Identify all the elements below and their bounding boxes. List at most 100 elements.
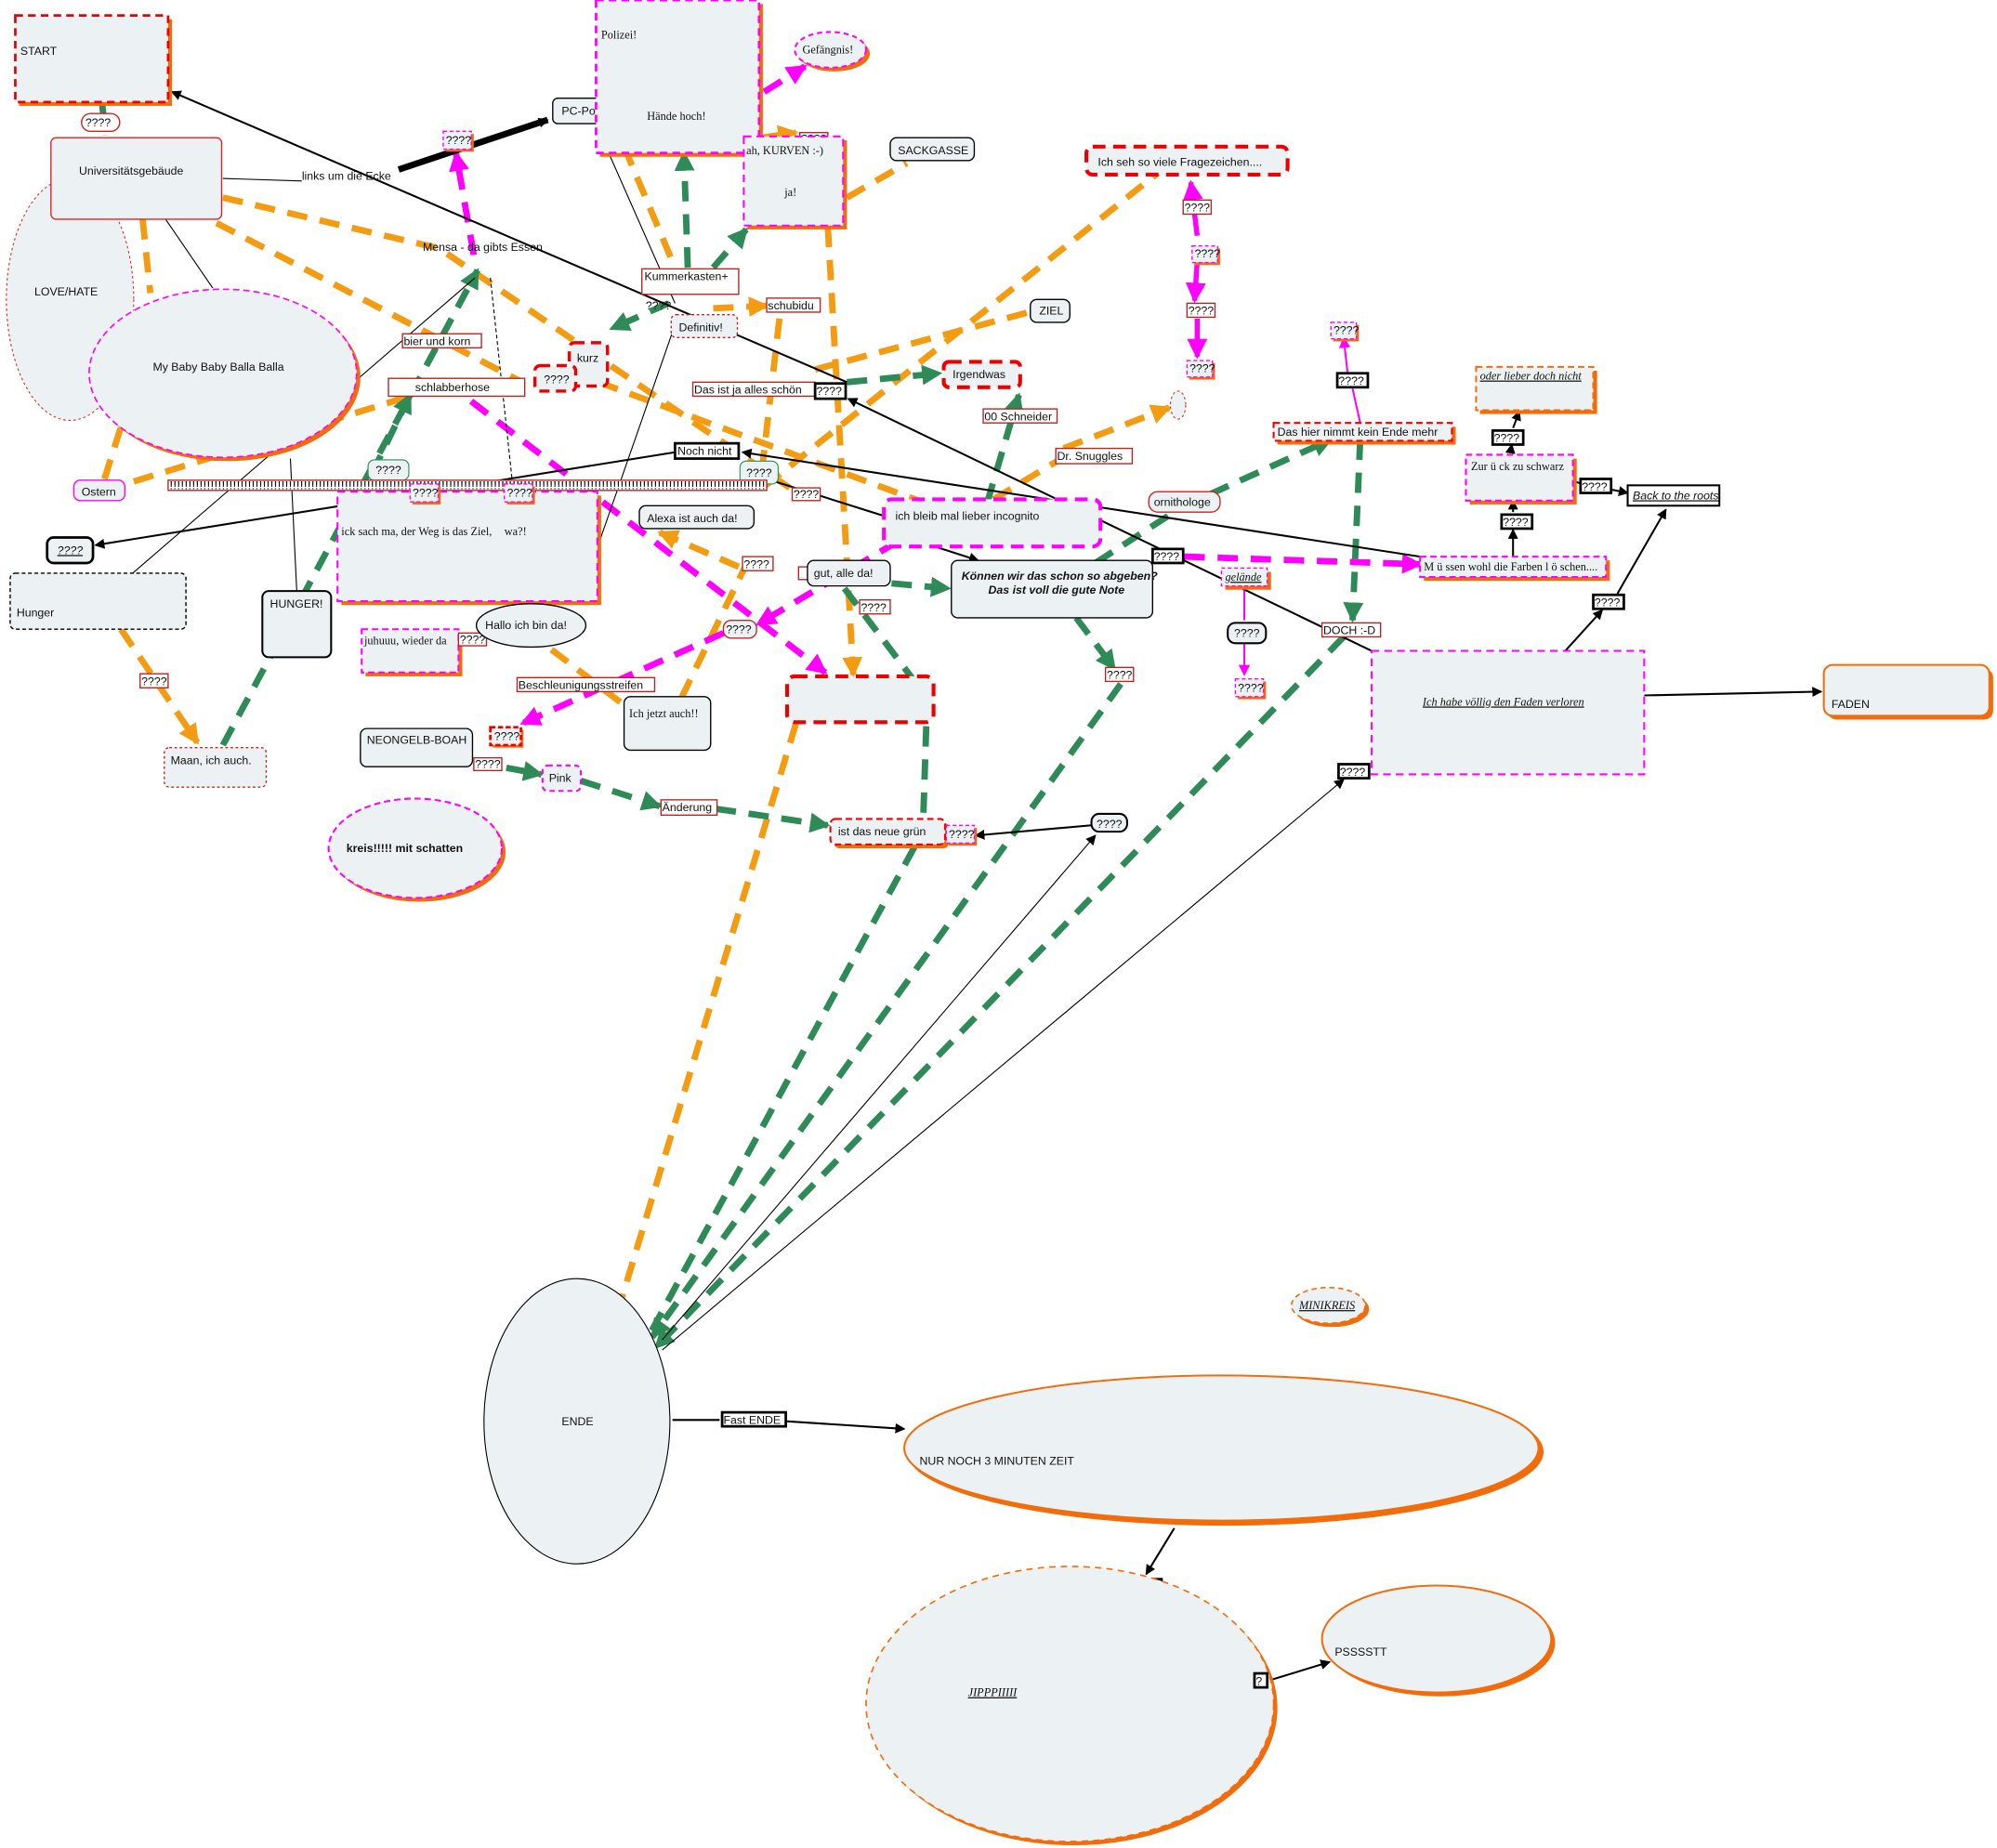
node-q-italic[interactable]: ???? [46,536,95,565]
svg-text:Ostern: Ostern [82,485,116,498]
node-muessen[interactable]: M ü ssen wohl die Farben l ö schen.... [1419,556,1610,582]
node-kurven[interactable]: ah, KURVEN :-) ja! [742,135,847,229]
node-small[interactable]: ???? [504,483,535,505]
node-small[interactable]: ???? [1191,245,1221,266]
node-start[interactable]: START [14,14,173,106]
node-ostern[interactable]: Ostern [72,479,125,502]
node-bang-bar[interactable]: !!!!!!!!!!!!!!!!!!!!!!!!!!!!!!!!!!!!!!!!… [167,478,768,491]
node-neue-gruen[interactable]: ist das neue grün [829,818,950,848]
svg-text:schlabberhose: schlabberhose [415,381,490,394]
node-q-red[interactable]: ???? [722,619,757,639]
edge-label: ???? [0,0,26,3]
edge-label: ???? [1104,666,1135,683]
node-ende[interactable]: ENDE [483,1278,671,1565]
node-ziel[interactable]: ZIEL [1030,298,1071,323]
node-sackgasse[interactable]: SACKGASSE [889,137,976,162]
node-empty-red[interactable] [784,674,936,725]
svg-text:Polizei!: Polizei! [601,28,637,41]
node-faden-verloren[interactable]: Ich habe völlig den Faden verloren [1371,649,1646,776]
edge-label: ???? [0,0,26,3]
node-pink[interactable]: Pink [541,764,582,793]
svg-text:NUR NOCH 3 MINUTEN ZEIT: NUR NOCH 3 MINUTEN ZEIT [920,1454,1075,1467]
node-my-baby[interactable]: My Baby Baby Balla Balla [88,288,361,462]
node-q-green[interactable]: ???? [367,459,410,481]
edge-label: ? [1253,1671,1269,1689]
node-weg-ziel[interactable]: ick sach ma, der Weg is das Ziel, wa?! [336,491,601,606]
svg-text:????: ???? [446,134,472,147]
edge [1145,1527,1176,1576]
edge-label-doch: DOCH :-D [1320,622,1382,638]
node-q-green[interactable]: ???? [739,460,779,485]
edge-label-alles-schoen: Das ist ja alles schön [691,381,816,398]
edge-label-beschleunigung: Beschleunigungsstreifen [516,676,656,693]
node-small[interactable]: ???? [409,483,441,505]
node-maan[interactable]: Maan, ich auch. [164,746,268,788]
node-kurz[interactable]: kurz [567,341,610,388]
node-q-black[interactable]: ???? [1227,622,1268,645]
edge [490,277,514,491]
node-pssst[interactable]: PSSSSTT [1320,1584,1556,1697]
edge [579,778,663,811]
node-hunger[interactable]: Hunger [9,572,187,630]
node-q-kurz[interactable]: ???? [532,363,578,393]
node-gelaende[interactable]: gelände [1220,567,1271,590]
node-oder-lieber[interactable]: oder lieber doch nicht [1475,365,1597,414]
node-irgendwas[interactable]: Irgendwas [941,360,1022,389]
node-schlabberhose[interactable]: schlabberhose [388,377,526,398]
node-juhuuu[interactable]: juhuuu, wieder da [361,628,463,676]
svg-text:????: ???? [1582,480,1608,493]
node-universitaetsgebaeude[interactable]: Universitätsgebäude [50,137,223,220]
node-back-to-roots[interactable]: Back to the roots [1626,484,1721,507]
node-neongelb[interactable]: NEONGELB-BOAH [360,727,474,767]
edge-label: ???? [1491,429,1525,446]
node-small[interactable]: ???? [1186,360,1215,380]
svg-text:Irgendwas: Irgendwas [953,368,1005,381]
node-minikreis[interactable]: MINIKREIS [1290,1286,1370,1328]
node-mensa[interactable]: Mensa - da gibts Essen [423,241,543,254]
svg-text:ja!: ja! [783,186,796,199]
node-kein-ende[interactable]: Das hier nimmt kein Ende mehr [1272,422,1456,445]
node-kreis[interactable]: kreis!!!!! mit schatten [327,797,506,902]
node-nur-noch[interactable]: NUR NOCH 3 MINUTEN ZEIT [903,1374,1544,1527]
node-q-black[interactable]: ???? [1090,812,1128,833]
edge [164,218,214,289]
node-fragezeichen[interactable]: Ich seh so viele Fragezeichen.... [1084,144,1290,177]
svg-text:????: ???? [1494,432,1520,445]
svg-text:????: ???? [1503,516,1529,529]
node-ich-jetzt[interactable]: Ich jetzt auch!! [623,696,712,752]
node-faden[interactable]: FADEN [1822,663,1993,720]
edge [1511,410,1521,429]
node-zurueck[interactable]: Zur ü ck zu schwarz [1465,453,1577,505]
node-definitiv[interactable]: Definitiv! [670,314,739,339]
edge [139,218,154,294]
node-small[interactable]: ???? [1330,321,1360,342]
node-hallo[interactable]: Hallo ich bin da! [475,603,587,649]
svg-text:Das ist voll die gute Note: Das ist voll die gute Note [989,583,1125,596]
node-hunger-caps[interactable]: HUNGER! [261,590,333,659]
node-incognito[interactable]: ich bleib mal lieber incognito [882,497,1103,549]
node-empty-oval[interactable] [1169,390,1187,420]
node-koennen[interactable]: Können wir das schon so abgeben? Das ist… [951,559,1158,619]
node-kummerkasten[interactable]: Kummerkasten+ [641,268,740,295]
node-noch-nicht[interactable]: Noch nicht [674,441,741,460]
svg-text:Pink: Pink [549,772,572,785]
edge [974,824,1092,840]
node-polizei[interactable]: Polizei! Hände hoch! [595,0,763,157]
edge [469,399,828,675]
edge [1073,615,1117,671]
node-small[interactable]: ???? [945,824,978,846]
svg-text:????: ???? [1195,247,1221,260]
svg-text:M ü ssen wohl die Farben l ö s: M ü ssen wohl die Farben l ö schen.... [1424,560,1597,573]
node-ornithologe[interactable]: ornithologe [1148,491,1221,513]
svg-text:????: ???? [1189,361,1215,374]
node-alexa[interactable]: Alexa ist auch da! [638,505,755,530]
node-small[interactable]: ???? [1234,677,1267,700]
edge [845,160,909,201]
node-gefaengnis[interactable]: Gefängnis! [794,31,871,72]
edge [1564,609,1604,652]
node-gut-alle-da[interactable]: gut, alle da! [797,559,891,587]
node-jippi[interactable]: JIPPPIIIII [865,1566,1278,1846]
node-small[interactable]: ???? [489,726,524,748]
svg-text:JIPPPIIIII: JIPPPIIIII [968,1686,1018,1699]
